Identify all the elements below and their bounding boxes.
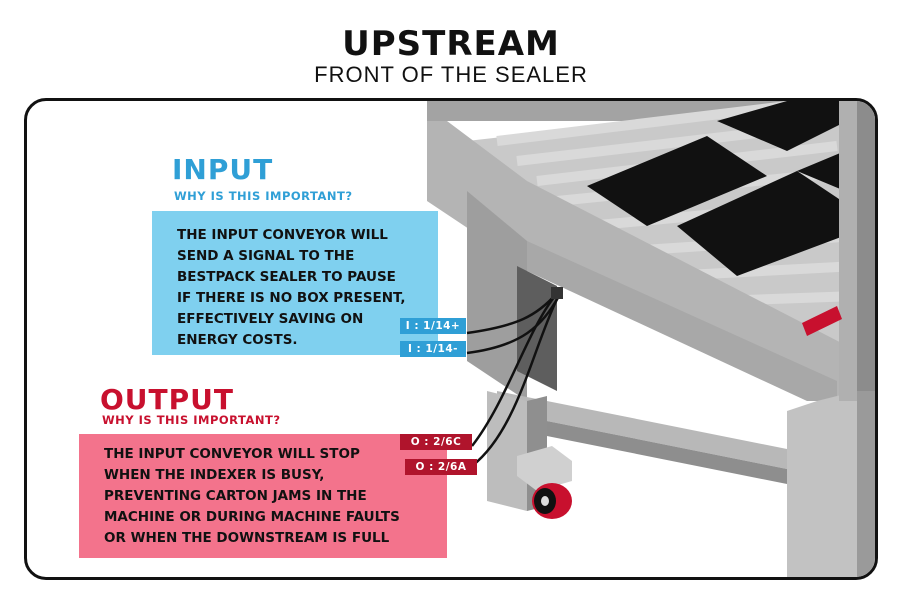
page-subtitle: FRONT OF THE SEALER — [314, 62, 588, 87]
belt-3 — [717, 101, 857, 151]
input-tag-1414-plus: I : 1/14+ — [400, 318, 466, 334]
machine-body — [527, 241, 837, 401]
front-leg — [487, 391, 527, 511]
input-heading: INPUT — [172, 153, 274, 186]
signal-wires — [466, 292, 561, 467]
front-panel — [467, 191, 527, 401]
belt-2 — [677, 171, 857, 276]
right-post — [839, 101, 857, 401]
body-opening — [517, 266, 557, 391]
right-leg — [787, 391, 857, 577]
output-tag-26a: O : 2/6A — [405, 459, 477, 475]
belt-1 — [587, 136, 767, 226]
diagram-frame: INPUT WHY IS THIS IMPORTANT? THE INPUT C… — [24, 98, 878, 580]
side-rail — [427, 121, 857, 401]
input-description-box: THE INPUT CONVEYOR WILL SEND A SIGNAL TO… — [152, 211, 438, 355]
input-tag-1414-minus: I : 1/14- — [400, 341, 466, 357]
lower-crossbar-shadow — [497, 411, 847, 496]
output-tag-26c: O : 2/6C — [400, 434, 472, 450]
wire-grommet — [551, 287, 563, 299]
caster-mount — [517, 446, 572, 491]
right-leg-side — [857, 383, 875, 577]
output-description-box: THE INPUT CONVEYOR WILL STOP WHEN THE IN… — [79, 434, 447, 558]
caster-wheel-axle — [541, 496, 549, 506]
output-heading: OUTPUT — [100, 383, 234, 416]
sealer-machine-illustration — [427, 101, 875, 577]
page-title: UPSTREAM — [342, 24, 560, 64]
right-post-shadow — [857, 101, 875, 391]
output-why-label: WHY IS THIS IMPORTANT? — [102, 413, 281, 427]
red-indicator — [802, 306, 842, 336]
input-why-label: WHY IS THIS IMPORTANT? — [174, 189, 353, 203]
lower-crossbar — [497, 391, 847, 481]
